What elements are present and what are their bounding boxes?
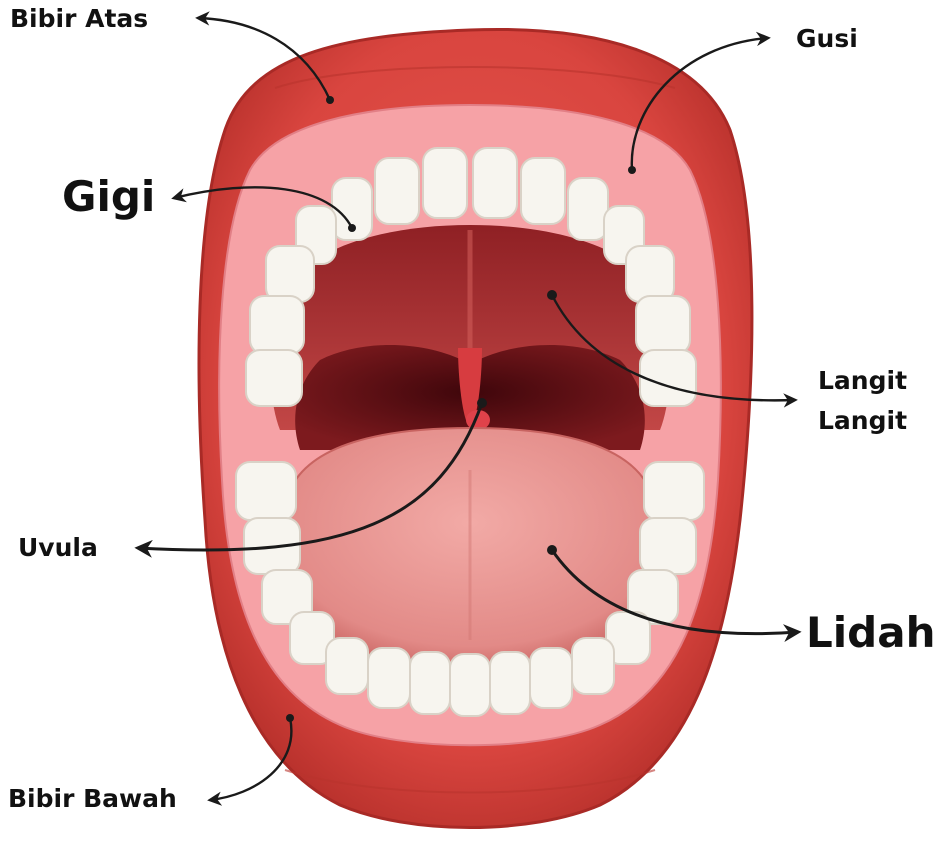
- pointer-dots: [286, 96, 636, 722]
- label-bibir-atas: Bibir Atas: [10, 4, 149, 33]
- arrow-gusi: [630, 31, 771, 171]
- lower-lip-crease: [284, 769, 656, 794]
- upper-teeth: [245, 147, 697, 407]
- arrow-langit: [550, 294, 798, 408]
- label-gigi: Gigi: [62, 172, 156, 221]
- label-uvula: Uvula: [18, 533, 98, 562]
- leader-lines: [134, 11, 802, 806]
- lower-teeth: [235, 461, 705, 717]
- upper-lip-crease: [274, 66, 676, 89]
- arrow-bibir-atas: [195, 11, 332, 101]
- uvula: [458, 348, 482, 428]
- arrow-gigi: [171, 186, 354, 229]
- arrow-bibir-bawah: [207, 717, 293, 806]
- arrow-uvula: [134, 402, 484, 558]
- label-lidah: Lidah: [806, 608, 936, 657]
- arrow-lidah: [550, 549, 802, 643]
- label-langit-line2: Langit: [818, 406, 908, 435]
- label-gusi: Gusi: [796, 24, 858, 53]
- label-langit-line1: Langit: [818, 366, 908, 395]
- label-bibir-bawah: Bibir Bawah: [8, 784, 177, 813]
